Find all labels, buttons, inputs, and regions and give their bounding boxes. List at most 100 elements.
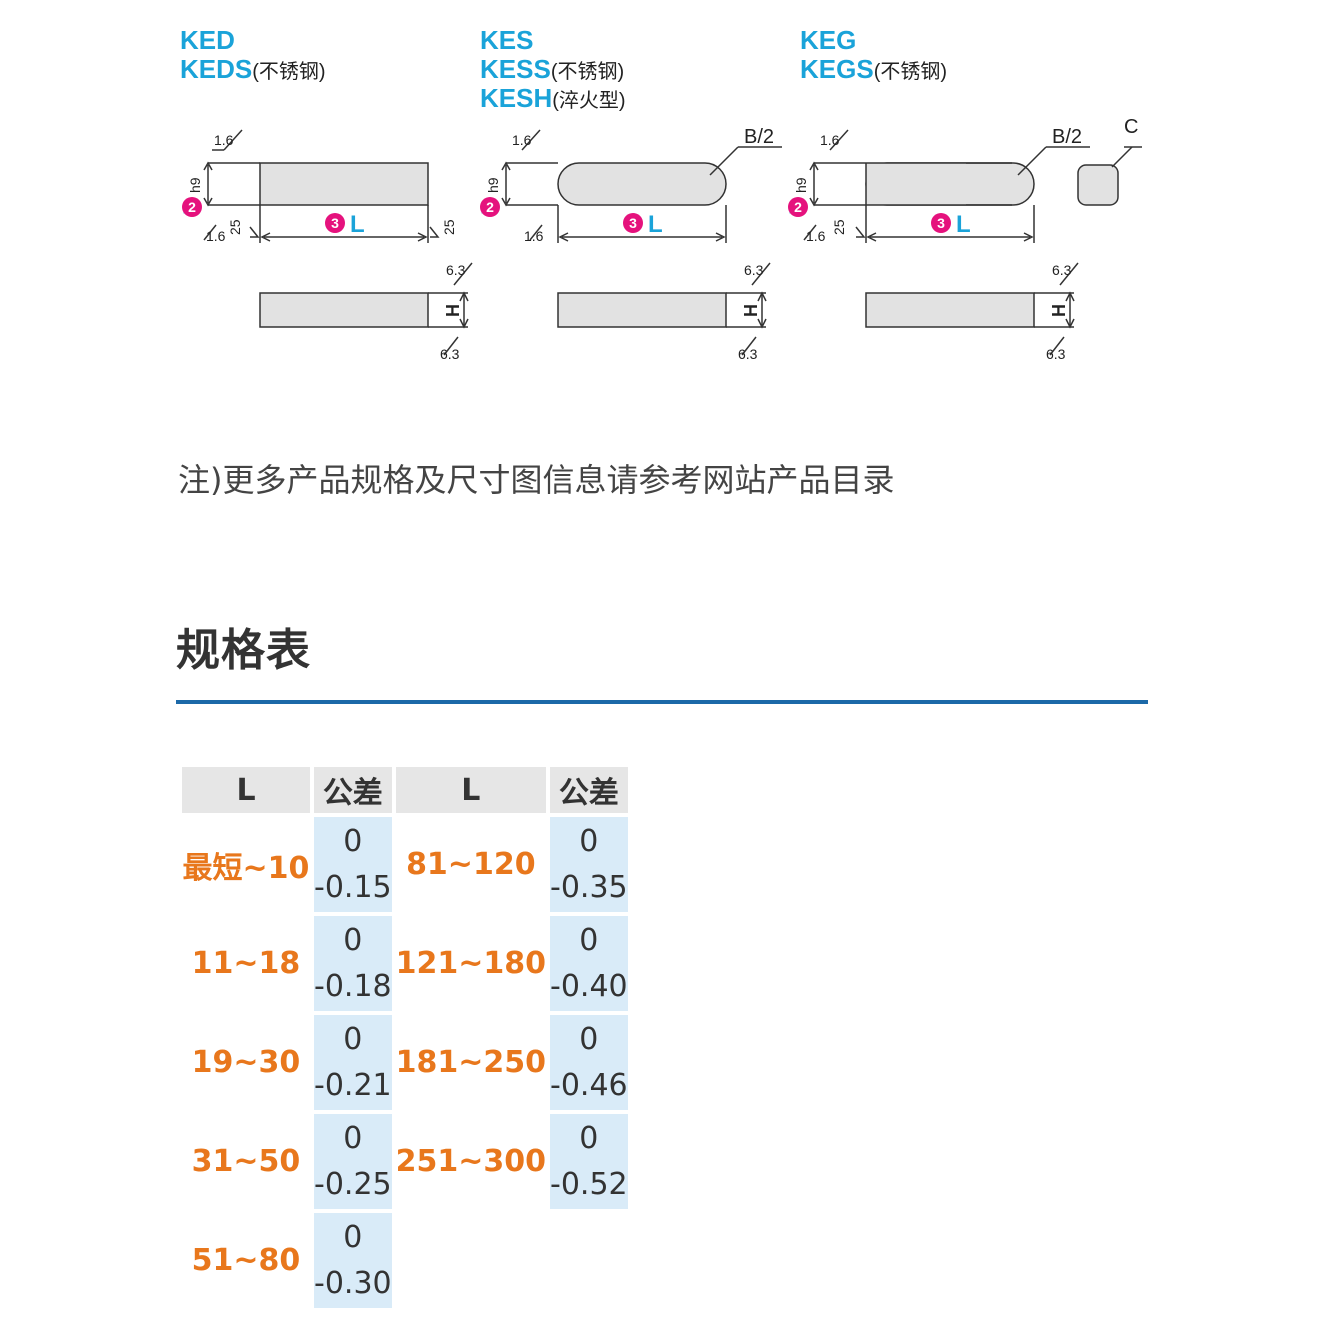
- svg-text:1.6: 1.6: [512, 132, 532, 148]
- code-kess: KESS: [480, 54, 551, 84]
- svg-text:h9: h9: [187, 177, 203, 193]
- length-range: 19~30: [191, 1045, 301, 1080]
- svg-text:3: 3: [937, 215, 945, 231]
- code-kess-note: (不锈钢): [551, 60, 624, 83]
- length-range: 181~250: [395, 1045, 547, 1080]
- svg-text:1.6: 1.6: [806, 228, 826, 244]
- technical-drawing: KED KEDS(不锈钢) KES KESS(不锈钢) KESH(淬火型) KE…: [172, 15, 1152, 405]
- svg-text:2: 2: [486, 199, 494, 215]
- table-header-row: L 公差 L 公差: [182, 767, 628, 813]
- tolerance-lower: -0.40: [550, 968, 628, 1004]
- tolerance-lower: -0.15: [314, 869, 392, 905]
- header-l: L: [182, 767, 310, 813]
- svg-text:1.6: 1.6: [820, 132, 840, 148]
- ked-side-view: [259, 292, 429, 328]
- svg-text:6.3: 6.3: [738, 346, 758, 362]
- tolerance-cell: 0 -0.21: [314, 1015, 392, 1110]
- svg-text:H: H: [741, 304, 761, 317]
- length-range: 51~80: [191, 1243, 301, 1278]
- tolerance-lower: -0.21: [314, 1067, 392, 1103]
- section-title: 规格表: [176, 625, 311, 676]
- svg-text:B/2: B/2: [744, 126, 774, 148]
- length-range: 31~50: [191, 1144, 301, 1179]
- length-range: 251~300: [395, 1144, 547, 1179]
- svg-text:6.3: 6.3: [446, 262, 466, 278]
- keg-side-view: [865, 292, 1035, 328]
- tolerance-cell: 0-0.52: [550, 1114, 628, 1209]
- length-range: 最短~10: [182, 850, 310, 886]
- code-kegs: KEGS: [800, 54, 874, 84]
- code-kesh-note: (淬火型): [552, 89, 625, 112]
- tolerance-cell: 0 -0.30: [314, 1213, 392, 1308]
- svg-text:L: L: [648, 211, 663, 238]
- code-ked: KED: [180, 25, 235, 55]
- code-keds-note: (不锈钢): [252, 60, 325, 83]
- code-kegs-note: (不锈钢): [874, 60, 947, 83]
- empty-cell: [396, 1213, 546, 1308]
- tolerance-cell: 0 -0.40: [550, 916, 628, 1011]
- product-codes-keg: KEG KEGS(不锈钢): [800, 25, 947, 84]
- svg-text:25: 25: [227, 219, 243, 235]
- svg-text:h9: h9: [793, 177, 809, 193]
- spec-table: L 公差 L 公差 最短~10 0-0.15 81~120 0-0.35 11~…: [178, 763, 632, 1312]
- svg-text:25: 25: [441, 219, 457, 235]
- svg-text:H: H: [1049, 304, 1069, 317]
- svg-text:KEGS(不锈钢): KEGS(不锈钢): [800, 54, 947, 84]
- svg-text:H: H: [443, 304, 463, 317]
- tolerance-cell: 0-0.15: [314, 817, 392, 912]
- tolerance-upper: 0: [343, 1120, 363, 1156]
- tolerance-lower: -0.35: [550, 869, 628, 905]
- code-kesh: KESH: [480, 83, 552, 113]
- tolerance-lower: -0.46: [550, 1067, 628, 1103]
- tolerance-upper: 0: [579, 1120, 599, 1156]
- tolerance-cell: 0 -0.46: [550, 1015, 628, 1110]
- svg-text:KEDS(不锈钢): KEDS(不锈钢): [180, 54, 326, 84]
- table-row: 19~30 0 -0.21 181~250 0 -0.46: [182, 1015, 628, 1110]
- empty-cell: [550, 1213, 628, 1308]
- svg-text:1.6: 1.6: [206, 228, 226, 244]
- code-keds: KEDS: [180, 54, 252, 84]
- svg-text:6.3: 6.3: [1046, 346, 1066, 362]
- svg-text:L: L: [956, 211, 971, 238]
- length-range: 11~18: [191, 946, 301, 981]
- header-tolerance: 公差: [314, 767, 392, 813]
- tolerance-upper: 0: [343, 922, 363, 958]
- tolerance-lower: -0.25: [314, 1166, 392, 1202]
- code-kes: KES: [480, 25, 533, 55]
- svg-text:1.6: 1.6: [214, 132, 234, 148]
- product-codes-ked: KED KEDS(不锈钢): [180, 25, 326, 84]
- svg-text:1.6: 1.6: [524, 228, 544, 244]
- tolerance-upper: 0: [579, 922, 599, 958]
- svg-text:3: 3: [331, 215, 339, 231]
- header-tolerance: 公差: [550, 767, 628, 813]
- svg-text:KESS(不锈钢): KESS(不锈钢): [480, 54, 624, 84]
- tolerance-cell: 0 -0.35: [550, 817, 628, 912]
- tolerance-upper: 0: [343, 1219, 363, 1255]
- kes-top-view: [557, 162, 727, 206]
- section-divider: [176, 700, 1148, 704]
- keg-end-view: [1077, 164, 1119, 206]
- tolerance-lower: -0.30: [314, 1265, 392, 1301]
- tolerance-cell: 0 -0.18: [314, 916, 392, 1011]
- svg-text:h9: h9: [485, 177, 501, 193]
- svg-text:B/2: B/2: [1052, 126, 1082, 148]
- svg-text:6.3: 6.3: [744, 262, 764, 278]
- tolerance-cell: 0 -0.25: [314, 1114, 392, 1209]
- header-l: L: [395, 767, 547, 813]
- tolerance-upper: 0: [343, 1021, 363, 1057]
- tolerance-upper: 0: [579, 1021, 599, 1057]
- kes-side-view: [557, 292, 727, 328]
- table-row: 31~50 0 -0.25 251~300 0-0.52: [182, 1114, 628, 1209]
- table-row: 11~18 0 -0.18 121~180 0 -0.40: [182, 916, 628, 1011]
- svg-text:KESH(淬火型): KESH(淬火型): [480, 83, 626, 113]
- svg-text:3: 3: [629, 215, 637, 231]
- svg-text:25: 25: [831, 219, 847, 235]
- length-range: 121~180: [395, 946, 547, 981]
- svg-text:6.3: 6.3: [1052, 262, 1072, 278]
- catalog-note: 注)更多产品规格及尺寸图信息请参考网站产品目录: [178, 461, 895, 499]
- tolerance-lower: -0.18: [314, 968, 392, 1004]
- tolerance-upper: 0: [579, 823, 599, 859]
- svg-text:2: 2: [188, 199, 196, 215]
- table-row: 最短~10 0-0.15 81~120 0 -0.35: [182, 817, 628, 912]
- length-range: 81~120: [406, 847, 536, 882]
